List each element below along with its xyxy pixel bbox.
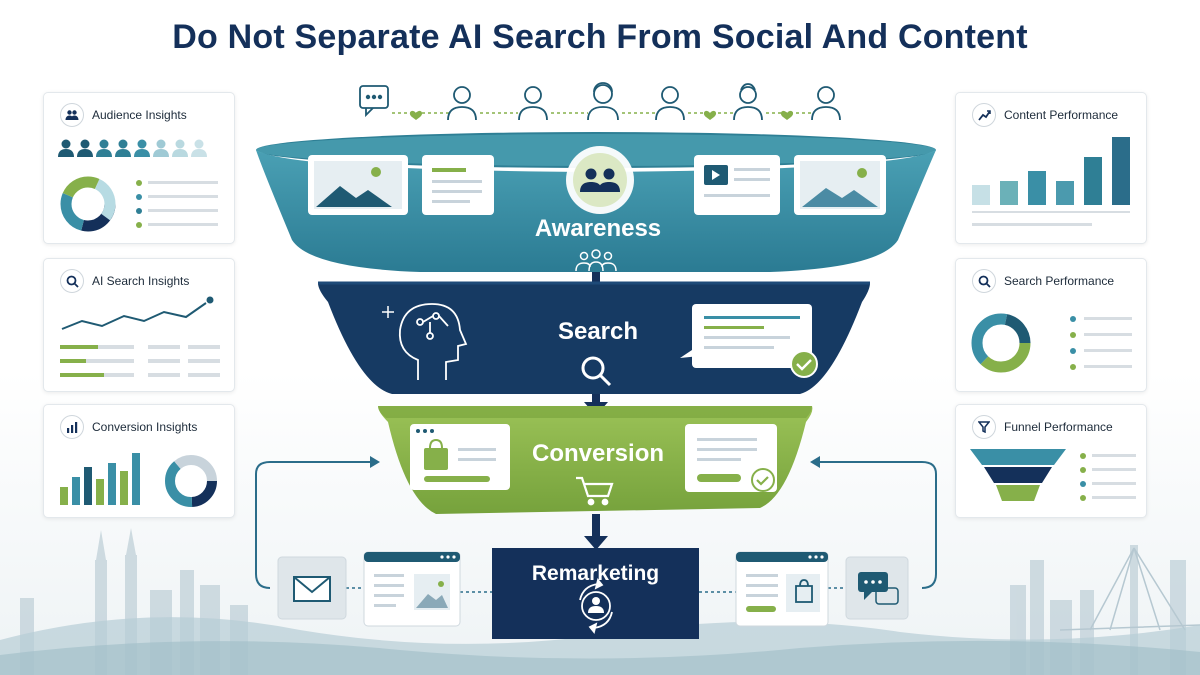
bridge-graphic bbox=[1059, 547, 1200, 631]
arrow-right-icon bbox=[370, 456, 380, 468]
search-icon bbox=[60, 269, 84, 293]
heart-icon bbox=[780, 110, 794, 120]
audience-row bbox=[359, 82, 841, 121]
awareness-label: Awareness bbox=[534, 215, 662, 242]
audience-insights-panel: Audience Insights bbox=[43, 92, 235, 244]
users-icon bbox=[575, 249, 617, 272]
ai-search-insights-graphic bbox=[60, 296, 220, 377]
search-performance-label: Search Performance bbox=[1004, 274, 1115, 288]
person-icon bbox=[587, 82, 619, 121]
funnel-performance-graphic bbox=[970, 449, 1136, 501]
text-card bbox=[422, 155, 494, 215]
ai-head-icon bbox=[398, 303, 468, 380]
remarketing-stage bbox=[492, 548, 699, 639]
shopping-bag-icon bbox=[424, 448, 448, 470]
feedback-loop bbox=[255, 461, 937, 589]
retarget-cycle-icon bbox=[579, 578, 613, 634]
heart-icon bbox=[703, 110, 717, 120]
conversion-insights-graphic bbox=[60, 453, 217, 507]
content-performance-graphic bbox=[972, 137, 1130, 226]
search-label: Search bbox=[557, 318, 639, 345]
person-icon bbox=[811, 86, 841, 121]
funnel-performance-label: Funnel Performance bbox=[1004, 420, 1113, 434]
content-performance-label: Content Performance bbox=[1004, 108, 1119, 122]
conversion-insights-panel: Conversion Insights bbox=[43, 404, 235, 518]
trend-up-icon bbox=[972, 103, 996, 127]
bar-chart-icon bbox=[60, 415, 84, 439]
audience-insights-label: Audience Insights bbox=[92, 108, 187, 122]
ai-search-insights-label: AI Search Insights bbox=[92, 274, 190, 288]
ai-search-insights-panel: AI Search Insights bbox=[43, 258, 235, 392]
audience-insights-graphic bbox=[58, 139, 218, 232]
content-performance-panel: Content Performance bbox=[955, 92, 1147, 244]
search-performance-graphic bbox=[971, 313, 1132, 373]
search-icon bbox=[972, 269, 996, 293]
remarketing-label: Remarketing bbox=[531, 562, 660, 585]
email-card bbox=[277, 556, 347, 620]
cart-icon bbox=[576, 476, 614, 506]
person-icon bbox=[655, 86, 685, 121]
users-icon bbox=[580, 168, 620, 192]
awareness-stage bbox=[256, 132, 936, 272]
heart-icon bbox=[409, 110, 423, 120]
conversion-insights-label: Conversion Insights bbox=[92, 420, 198, 434]
shopping-bag-icon bbox=[795, 585, 813, 603]
product-page-card bbox=[735, 551, 829, 627]
web-page-card bbox=[363, 551, 461, 627]
page-title: Do Not Separate AI Search From Social An… bbox=[172, 18, 1028, 56]
person-icon bbox=[518, 86, 548, 121]
conversion-stage bbox=[378, 406, 813, 514]
messages-card bbox=[845, 556, 909, 620]
arrow-left-icon bbox=[810, 456, 820, 468]
search-stage bbox=[318, 281, 870, 394]
person-icon bbox=[447, 86, 477, 121]
conversion-label: Conversion bbox=[531, 440, 665, 467]
funnel-performance-panel: Funnel Performance bbox=[955, 404, 1147, 518]
arrow-down-icon bbox=[584, 514, 608, 550]
person-icon bbox=[733, 83, 763, 121]
filter-icon bbox=[972, 415, 996, 439]
users-icon bbox=[60, 103, 84, 127]
person-icon bbox=[588, 597, 604, 613]
check-icon bbox=[790, 350, 818, 378]
search-performance-panel: Search Performance bbox=[955, 258, 1147, 392]
check-icon bbox=[751, 468, 775, 492]
magnifier-icon bbox=[581, 356, 612, 387]
sparkle-icon bbox=[382, 306, 394, 318]
chat-bubble-icon bbox=[359, 85, 389, 118]
